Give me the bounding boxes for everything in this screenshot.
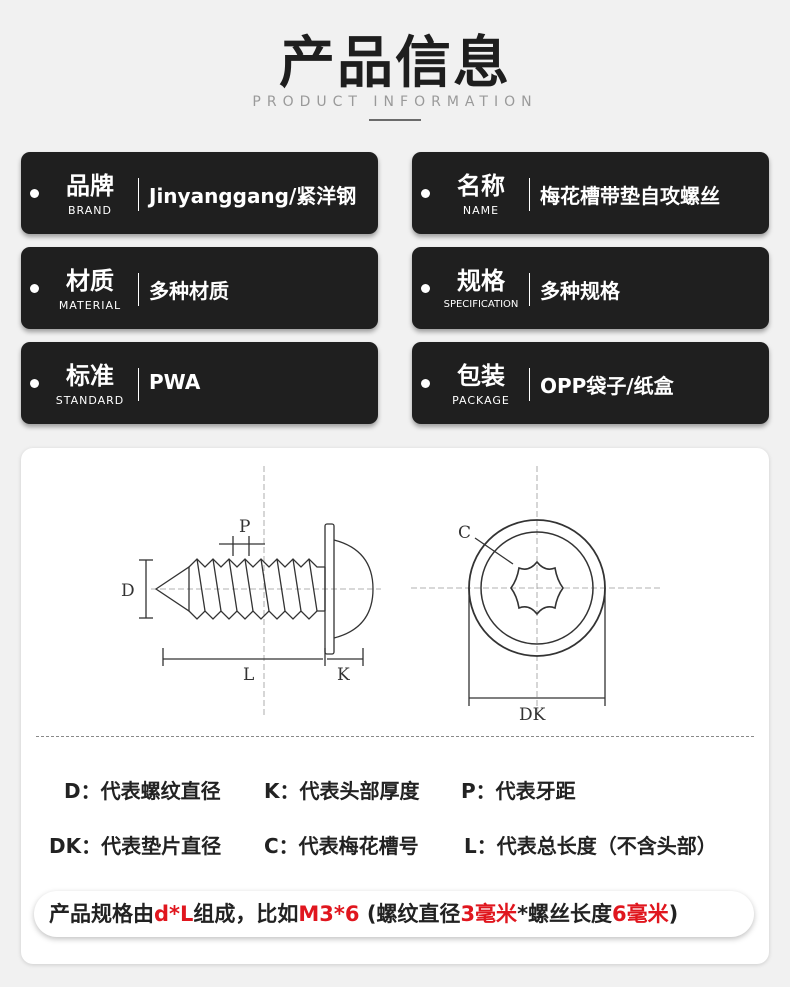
spec-label-en: BRAND bbox=[68, 204, 112, 217]
spec-label-zh: 名称 bbox=[457, 172, 505, 200]
spec-value: 梅花槽带垫自攻螺丝 bbox=[540, 184, 720, 208]
formula-highlight-example: M3*6 bbox=[298, 902, 360, 926]
screw-head bbox=[333, 539, 374, 639]
dim-label-d: D bbox=[121, 581, 135, 601]
spec-label-zh: 标准 bbox=[66, 362, 114, 390]
formula-highlight-length: 6毫米 bbox=[612, 902, 669, 926]
formula-highlight-diameter: 3毫米 bbox=[460, 902, 518, 926]
dashed-divider bbox=[36, 736, 754, 737]
dim-label-l: L bbox=[243, 665, 254, 685]
spec-value: 多种材质 bbox=[149, 279, 229, 303]
dimension-panel: P D L K C DK D：代表螺纹直径 K：代表头部厚度 P：代表牙距 DK… bbox=[21, 448, 769, 964]
title-underline bbox=[369, 119, 421, 121]
legend-l: L：代表总长度（不含头部） bbox=[464, 834, 717, 858]
divider bbox=[138, 368, 139, 401]
screw-dimension-diagram: P D L K C DK bbox=[121, 466, 661, 725]
spec-label-en: PACKAGE bbox=[452, 394, 510, 407]
spec-label-zh: 材质 bbox=[66, 267, 114, 295]
divider bbox=[529, 368, 530, 401]
page-header: 产品信息 PRODUCT INFORMATION bbox=[0, 0, 790, 140]
dim-label-p: P bbox=[239, 517, 250, 537]
page-title: 产品信息 bbox=[279, 31, 511, 96]
legend-dk: DK：代表垫片直径 bbox=[49, 834, 222, 858]
bullet-dot bbox=[30, 284, 39, 293]
divider bbox=[529, 273, 530, 306]
dim-label-dk: DK bbox=[519, 705, 546, 725]
bullet-dot bbox=[30, 189, 39, 198]
spec-value: Jinyanggang/紧洋钢 bbox=[149, 184, 357, 208]
divider bbox=[138, 273, 139, 306]
spec-label-zh: 规格 bbox=[457, 267, 505, 295]
spec-formula-banner: 产品规格由d*L组成，比如M3*6 (螺纹直径3毫米*螺丝长度6毫米) bbox=[34, 891, 754, 937]
legend-c: C：代表梅花槽号 bbox=[264, 834, 419, 858]
formula-text-2: 组成，比如 bbox=[193, 902, 299, 926]
spec-card-standard: 标准 STANDARD PWA bbox=[21, 342, 378, 424]
washer-flange bbox=[324, 523, 335, 655]
formula-text-3: (螺纹直径 bbox=[359, 902, 461, 926]
formula-highlight-dl: d*L bbox=[154, 902, 194, 926]
spec-label-zh: 品牌 bbox=[66, 172, 114, 200]
spec-label-en: NAME bbox=[462, 204, 500, 217]
spec-card-material: 材质 MATERIAL 多种材质 bbox=[21, 247, 378, 329]
formula-text-1: 产品规格由 bbox=[49, 902, 154, 926]
screw-tip bbox=[154, 565, 190, 613]
bullet-dot bbox=[30, 379, 39, 388]
formula-text-4: *螺丝长度 bbox=[517, 902, 613, 926]
spec-label-en: STANDARD bbox=[55, 394, 125, 407]
bullet-dot bbox=[421, 189, 430, 198]
divider bbox=[529, 178, 530, 211]
spec-value: PWA bbox=[149, 370, 201, 394]
spec-label-en: SPECIFICATION bbox=[443, 299, 519, 310]
bullet-dot bbox=[421, 284, 430, 293]
divider bbox=[138, 178, 139, 211]
spec-label-en: MATERIAL bbox=[58, 299, 122, 312]
dim-label-c: C bbox=[458, 523, 471, 543]
spec-card-name: 名称 NAME 梅花槽带垫自攻螺丝 bbox=[412, 152, 769, 234]
bullet-dot bbox=[421, 379, 430, 388]
legend-k: K：代表头部厚度 bbox=[264, 779, 420, 803]
spec-card-package: 包装 PACKAGE OPP袋子/纸盒 bbox=[412, 342, 769, 424]
spec-card-specification: 规格 SPECIFICATION 多种规格 bbox=[412, 247, 769, 329]
page-subtitle: PRODUCT INFORMATION bbox=[252, 94, 538, 110]
dim-label-k: K bbox=[337, 665, 350, 685]
spec-card-brand: 品牌 BRAND Jinyanggang/紧洋钢 bbox=[21, 152, 378, 234]
legend-p: P：代表牙距 bbox=[461, 779, 576, 803]
spec-label-zh: 包装 bbox=[457, 362, 505, 390]
dim-c-leader bbox=[474, 537, 514, 565]
head-circle bbox=[480, 531, 594, 645]
spec-value: 多种规格 bbox=[540, 279, 620, 303]
formula-text-5: ) bbox=[668, 902, 679, 926]
legend-d: D：代表螺纹直径 bbox=[64, 779, 221, 803]
torx-recess bbox=[510, 560, 564, 616]
spec-value: OPP袋子/纸盒 bbox=[540, 374, 674, 398]
